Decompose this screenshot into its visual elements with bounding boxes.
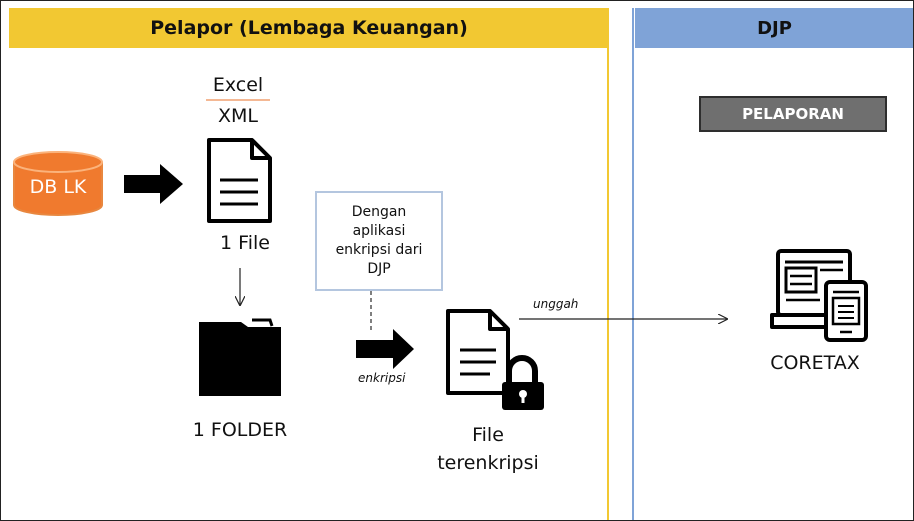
encryption-note-text: Dengan aplikasi enkripsi dari DJP [335,204,423,277]
encrypted-file-icon [446,309,510,395]
coretax-label: CORETAX [770,352,860,374]
djp-divider [632,8,634,521]
file-count-label: 1 File [220,232,270,254]
lock-icon [502,355,544,410]
folder-count-label: 1 FOLDER [192,419,288,441]
pelapor-divider [607,8,609,521]
pelapor-header: Pelapor (Lembaga Keuangan) [9,8,609,48]
file-icon [207,138,272,223]
encrypted-file-label-1: File [472,424,504,446]
djp-header: DJP [635,8,914,48]
upload-label: unggah [533,297,579,311]
encryption-note-box: Dengan aplikasi enkripsi dari DJP [315,191,443,291]
encrypted-file-label-2: terenkripsi [437,452,539,474]
pelapor-header-label: Pelapor (Lembaga Keuangan) [150,17,468,39]
thick-arrow-icon [124,164,183,204]
pelaporan-box: PELAPORAN [699,96,887,132]
db-label: DB LK [29,176,87,198]
format-excel-label: Excel [212,74,264,96]
djp-header-label: DJP [757,17,792,39]
pelaporan-label: PELAPORAN [742,105,844,123]
computer-tablet-icon [770,249,868,342]
folder-icon [199,318,281,396]
format-xml-label: XML [218,105,258,127]
encrypt-arrow-icon [356,329,414,369]
encrypt-label: enkripsi [358,371,406,385]
database-icon [13,151,103,216]
